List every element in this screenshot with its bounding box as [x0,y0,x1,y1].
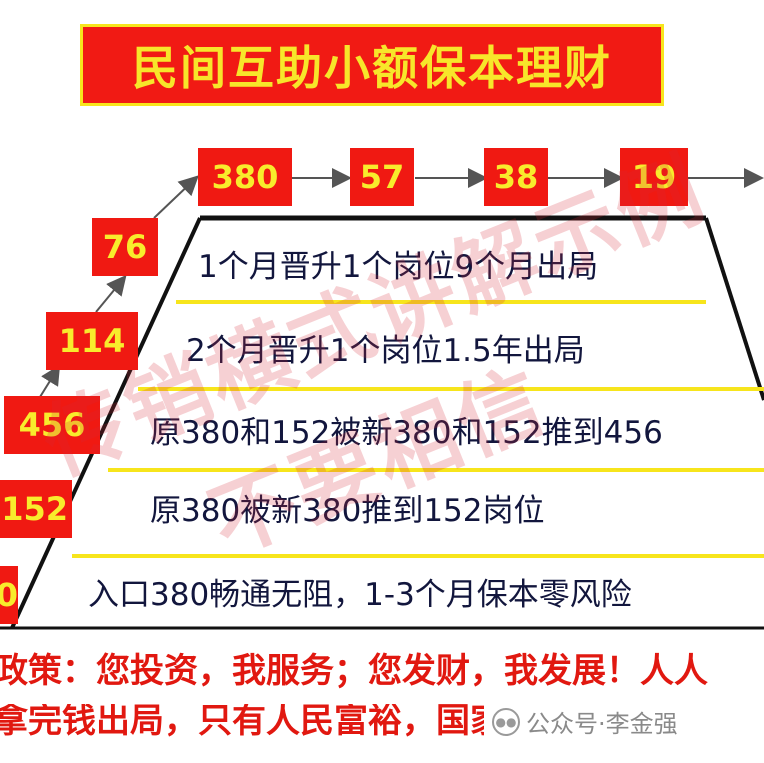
stage-value: 76 [102,228,148,266]
page-title: 民间互助小额保本理财 [132,41,612,95]
row-text-5: 入口380畅通无阻，1-3个月保本零风险 [88,577,632,613]
bottom-slogan-line-2: 拿完钱出局，只有人民富裕，国家才会强大 [0,704,484,738]
stage-value: 19 [631,158,677,196]
bottom-slogan-line-1: 政策：您投资，我服务；您发财，我发展！人人 [0,651,708,691]
stage-value: 456 [18,406,86,444]
trapezoid-left-edge [10,217,202,629]
stage-value: 152 [1,490,68,528]
stage-box-114: 114 [46,312,138,370]
wechat-icon: ●● [492,707,520,736]
arrow-114-76 [95,274,127,313]
stage-box-entry: 0 [0,566,18,624]
stage-value: 38 [493,158,539,196]
row-text-1: 1个月晋升1个岗位9个月出局 [198,249,599,285]
stage-box-76: 76 [92,218,158,276]
wechat-source-label: ●● 公众号·李金强 [492,704,678,739]
row-text-2: 2个月晋升1个岗位1.5年出局 [186,333,585,369]
arrow-456-114 [39,364,61,398]
stage-box-57: 57 [350,148,414,206]
wechat-label-text: 公众号·李金强 [526,710,678,738]
stage-box-38: 38 [484,148,548,206]
arrow-76-380 [153,175,199,219]
stage-box-380: 380 [198,148,292,206]
stage-box-19: 19 [620,148,688,206]
stage-box-152: 152 [0,480,72,538]
stage-value: 0 [0,576,18,614]
stage-value: 380 [211,158,279,196]
row-text-4: 原380被新380推到152岗位 [150,493,545,529]
stage-box-456: 456 [4,396,100,454]
row-text-3: 原380和152被新380和152推到456 [150,415,663,451]
stage-value: 57 [359,158,405,196]
title-banner: 民间互助小额保本理财 [80,24,664,106]
stage-value: 114 [58,322,126,360]
trapezoid-right-edge [704,217,764,401]
